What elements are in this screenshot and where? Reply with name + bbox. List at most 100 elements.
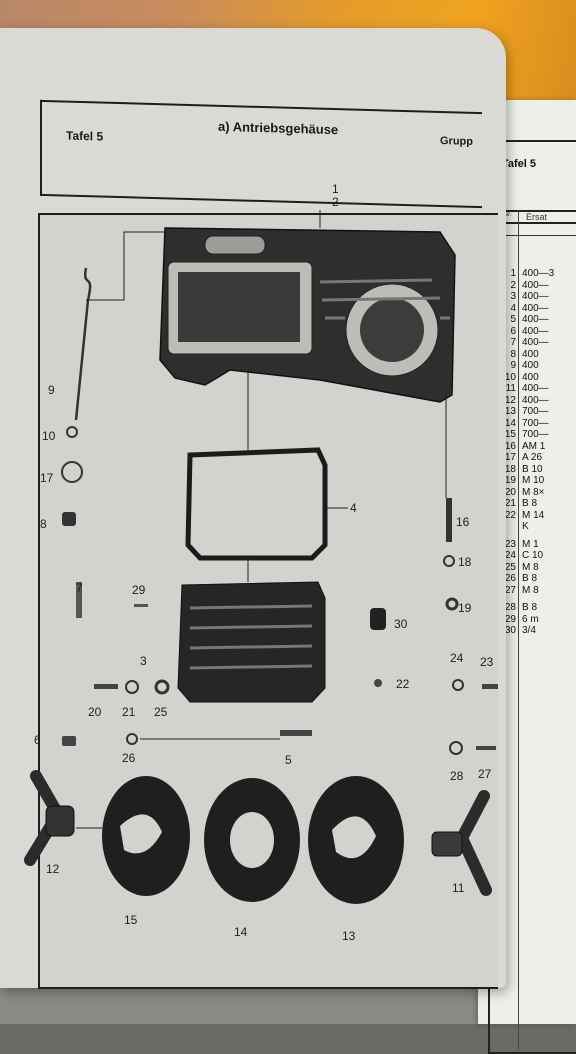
table-column-divider: [518, 210, 519, 1050]
washer-25: [154, 679, 170, 695]
label-10: 10: [42, 429, 56, 443]
gasket: [185, 447, 328, 561]
parts-row-number: 15: [504, 429, 516, 440]
washer-10: [66, 426, 78, 438]
label-21: 21: [122, 705, 136, 719]
label-22: 22: [396, 677, 410, 691]
parts-row-value: 400—: [522, 337, 549, 348]
label-17: 17: [40, 471, 54, 485]
parts-row-value: A 26: [522, 452, 543, 463]
parts-row-number: 17: [504, 452, 516, 463]
label-2: 2: [332, 195, 339, 209]
pin-29: [134, 604, 148, 607]
parts-row-value: 400—: [522, 383, 549, 394]
plug-8: [62, 512, 76, 526]
label-16: 16: [456, 515, 470, 529]
washer-18: [443, 555, 455, 567]
parts-row-value: 400—3: [522, 268, 555, 279]
nut-30: [370, 608, 386, 630]
parts-row-value: M 8×: [522, 486, 545, 498]
pin-6: [62, 736, 76, 746]
bolt-27: [476, 746, 496, 750]
parts-row-value: 400—: [522, 314, 549, 325]
parts-row-value: 3/4: [522, 625, 536, 636]
parts-row-value: 400—: [522, 291, 549, 302]
parts-row-number: 22: [504, 509, 516, 521]
washer-19: [445, 597, 459, 611]
parts-row-value: 400—: [522, 302, 549, 314]
pin-7: [76, 582, 82, 618]
parts-row-value: B 8: [522, 573, 538, 584]
col-ersatz: Ersat: [526, 212, 548, 222]
label-6: 6: [34, 733, 41, 747]
table-header-separator: [488, 235, 576, 236]
parts-row-number: 5: [510, 314, 516, 325]
flange-13: [308, 776, 404, 904]
parts-row-value: 400: [522, 348, 539, 360]
label-20: 20: [88, 705, 102, 719]
parts-row-number: 6: [510, 325, 516, 337]
label-27: 27: [478, 767, 492, 781]
parts-row-number: 12: [504, 394, 516, 406]
parts-row-number: 19: [504, 475, 516, 486]
parts-row-value: B 10: [522, 463, 543, 475]
disc-14: [204, 778, 300, 902]
parts-row-value: AM 1: [522, 440, 546, 452]
parts-row-number: 8: [510, 348, 516, 360]
parts-row-number: 30: [504, 625, 516, 636]
parts-row-number: 10: [504, 371, 516, 383]
label-15: 15: [124, 913, 138, 927]
parts-row-value: M 10: [522, 475, 545, 486]
label-19: 19: [458, 601, 472, 615]
stud-16: [446, 498, 452, 542]
label-29: 29: [132, 583, 146, 597]
plug-22: [374, 679, 382, 687]
parts-row-number: 3: [510, 291, 516, 302]
label-1: 1: [332, 182, 339, 196]
flange-15: [102, 776, 190, 896]
parts-row-value: 700—: [522, 429, 549, 440]
lock-24: [452, 679, 464, 691]
star-handle-left: [24, 770, 75, 866]
label-12: 12: [46, 862, 60, 876]
parts-row-value: M 1: [522, 538, 539, 550]
label-24: 24: [450, 651, 464, 665]
label-4: 4: [350, 501, 357, 515]
parts-row-value: 700—: [522, 417, 549, 429]
parts-row-value: M 14: [522, 509, 545, 521]
parts-row-number: 28: [504, 602, 516, 613]
parts-row-number: 20: [504, 486, 516, 498]
parts-row-value: 400—: [522, 279, 549, 291]
label-9: 9: [48, 383, 55, 397]
label-13: 13: [342, 929, 356, 943]
parts-row-number: 24: [504, 550, 516, 561]
parts-row-value: B 8: [522, 498, 538, 509]
parts-row-number: 27: [504, 584, 516, 596]
parts-row-number: 7: [510, 337, 516, 348]
o-ring-17: [61, 461, 83, 483]
parts-row-number: 14: [504, 417, 516, 429]
washer-26: [126, 733, 138, 745]
parts-row-number: 4: [510, 302, 516, 314]
parts-row-value: B 8: [522, 602, 538, 613]
dipstick: [74, 267, 92, 421]
exploded-view-diagram: 1 2 3 4 5 6 7 8 9 10 11 12 13 14 15 16 1…: [24, 182, 498, 943]
label-25: 25: [154, 705, 168, 719]
parts-row-number: 29: [504, 613, 516, 625]
parts-row-number: 18: [504, 463, 516, 475]
label-26: 26: [122, 751, 136, 765]
bolt-20: [94, 684, 118, 689]
label-11: 11: [452, 881, 465, 895]
parts-row-number: 2: [510, 279, 516, 291]
cover-plate: [177, 581, 326, 703]
parts-row-number: 21: [504, 498, 516, 509]
label-28: 28: [450, 769, 464, 783]
label-30: 30: [394, 617, 408, 631]
label-18: 18: [458, 555, 472, 569]
parts-row-number: 9: [510, 360, 516, 371]
parts-row-number: 16: [504, 440, 516, 452]
parts-row-value: 6 m: [522, 613, 539, 625]
parts-row-number: 13: [504, 406, 516, 417]
parts-row-number: 26: [504, 573, 516, 584]
label-7: 7: [76, 581, 83, 595]
